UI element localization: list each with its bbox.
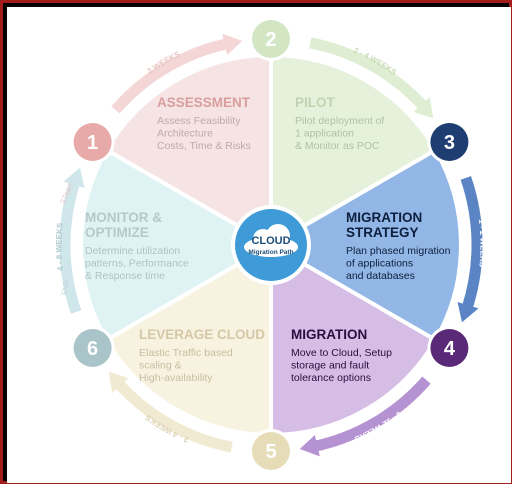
- phase-3-desc: and databases: [346, 270, 415, 282]
- phase-2-node: 2: [249, 17, 293, 61]
- phase-3-desc: Plan phased migration: [346, 245, 451, 257]
- end-marker: END: [61, 280, 70, 296]
- phase-5-number: 5: [265, 441, 276, 463]
- phase-4-node: 4: [427, 326, 472, 370]
- phase-1-desc: Architecture: [157, 128, 213, 140]
- segment-3: [267, 147, 463, 343]
- phase-6-desc: patterns, Performance: [85, 258, 189, 270]
- segment-1: [103, 52, 273, 249]
- ring-arrowhead-1: [222, 33, 243, 55]
- phase-6-desc: Determine utilization: [85, 245, 180, 257]
- phase-1-desc: Assess Feasibility: [157, 115, 241, 127]
- phase-3-node: 3: [427, 120, 472, 164]
- ring-arrow-4: [312, 376, 431, 452]
- phase-1-number: 1: [87, 132, 98, 154]
- phase-3-title: MIGRATION: [346, 210, 422, 225]
- segment-4: [269, 241, 439, 438]
- phase-1-title: ASSESSMENT: [157, 95, 251, 110]
- phase-4-desc: tolerance options: [291, 372, 371, 384]
- center-hub: CLOUD Migration Path: [231, 205, 311, 285]
- duration-label-3: 1 - 2 WEEKS: [477, 219, 488, 269]
- phase-1-node: 1: [70, 120, 115, 164]
- phase-2-desc: 1 application: [295, 128, 354, 140]
- phase-5-desc: scaling &: [139, 360, 182, 372]
- phase-4-desc: Move to Cloud, Setup: [291, 347, 392, 359]
- phase-5-desc: Elastic Traffic based: [139, 347, 233, 359]
- phase-1-desc: Costs, Time & Risks: [157, 140, 251, 152]
- phase-5-title: LEVERAGE CLOUD: [139, 327, 265, 342]
- ring-arrowhead-5: [108, 371, 129, 393]
- ring-arrow-3: [460, 176, 483, 311]
- phase-4-number: 4: [444, 338, 456, 360]
- phase-3-number: 3: [444, 132, 455, 154]
- phase-6-title: MONITOR &: [85, 210, 162, 225]
- segment-5: [103, 241, 273, 438]
- phase-2-desc: Pilot deployment of: [295, 115, 384, 127]
- hub-title: CLOUD: [251, 235, 290, 247]
- segment-6: [79, 147, 275, 343]
- ring-arrow-5: [113, 379, 233, 453]
- ring-arrowhead-6: [63, 167, 85, 188]
- duration-label-6: 4 - 8 WEEKS: [54, 222, 65, 272]
- phase-6-title: OPTIMIZE: [85, 225, 149, 240]
- ring-arrow-6: [59, 179, 82, 314]
- ring-arrow-1: [111, 38, 230, 114]
- phase-2-number: 2: [265, 29, 276, 51]
- phase-4-desc: storage and fault: [291, 360, 369, 372]
- ring-arrowhead-4: [299, 435, 320, 457]
- ring-arrowhead-3: [457, 302, 479, 323]
- phase-3-desc: of applications: [346, 258, 413, 270]
- phase-6-number: 6: [87, 338, 98, 360]
- phase-3-title: STRATEGY: [346, 225, 419, 240]
- phase-6-desc: & Response time: [85, 270, 165, 282]
- phase-2-desc: & Monitor as POC: [295, 140, 380, 152]
- hub-subtitle: Migration Path: [248, 249, 293, 256]
- phase-6-node: 6: [70, 326, 115, 370]
- ring-arrow-2: [309, 37, 429, 111]
- ring-arrowhead-2: [413, 97, 434, 119]
- phase-5-desc: High-availability: [139, 372, 213, 384]
- phase-5-node: 5: [249, 429, 293, 473]
- cloud-icon: [244, 224, 298, 257]
- segment-2: [269, 52, 439, 249]
- phase-2-title: PILOT: [295, 95, 336, 110]
- phase-4-title: MIGRATION: [291, 327, 367, 342]
